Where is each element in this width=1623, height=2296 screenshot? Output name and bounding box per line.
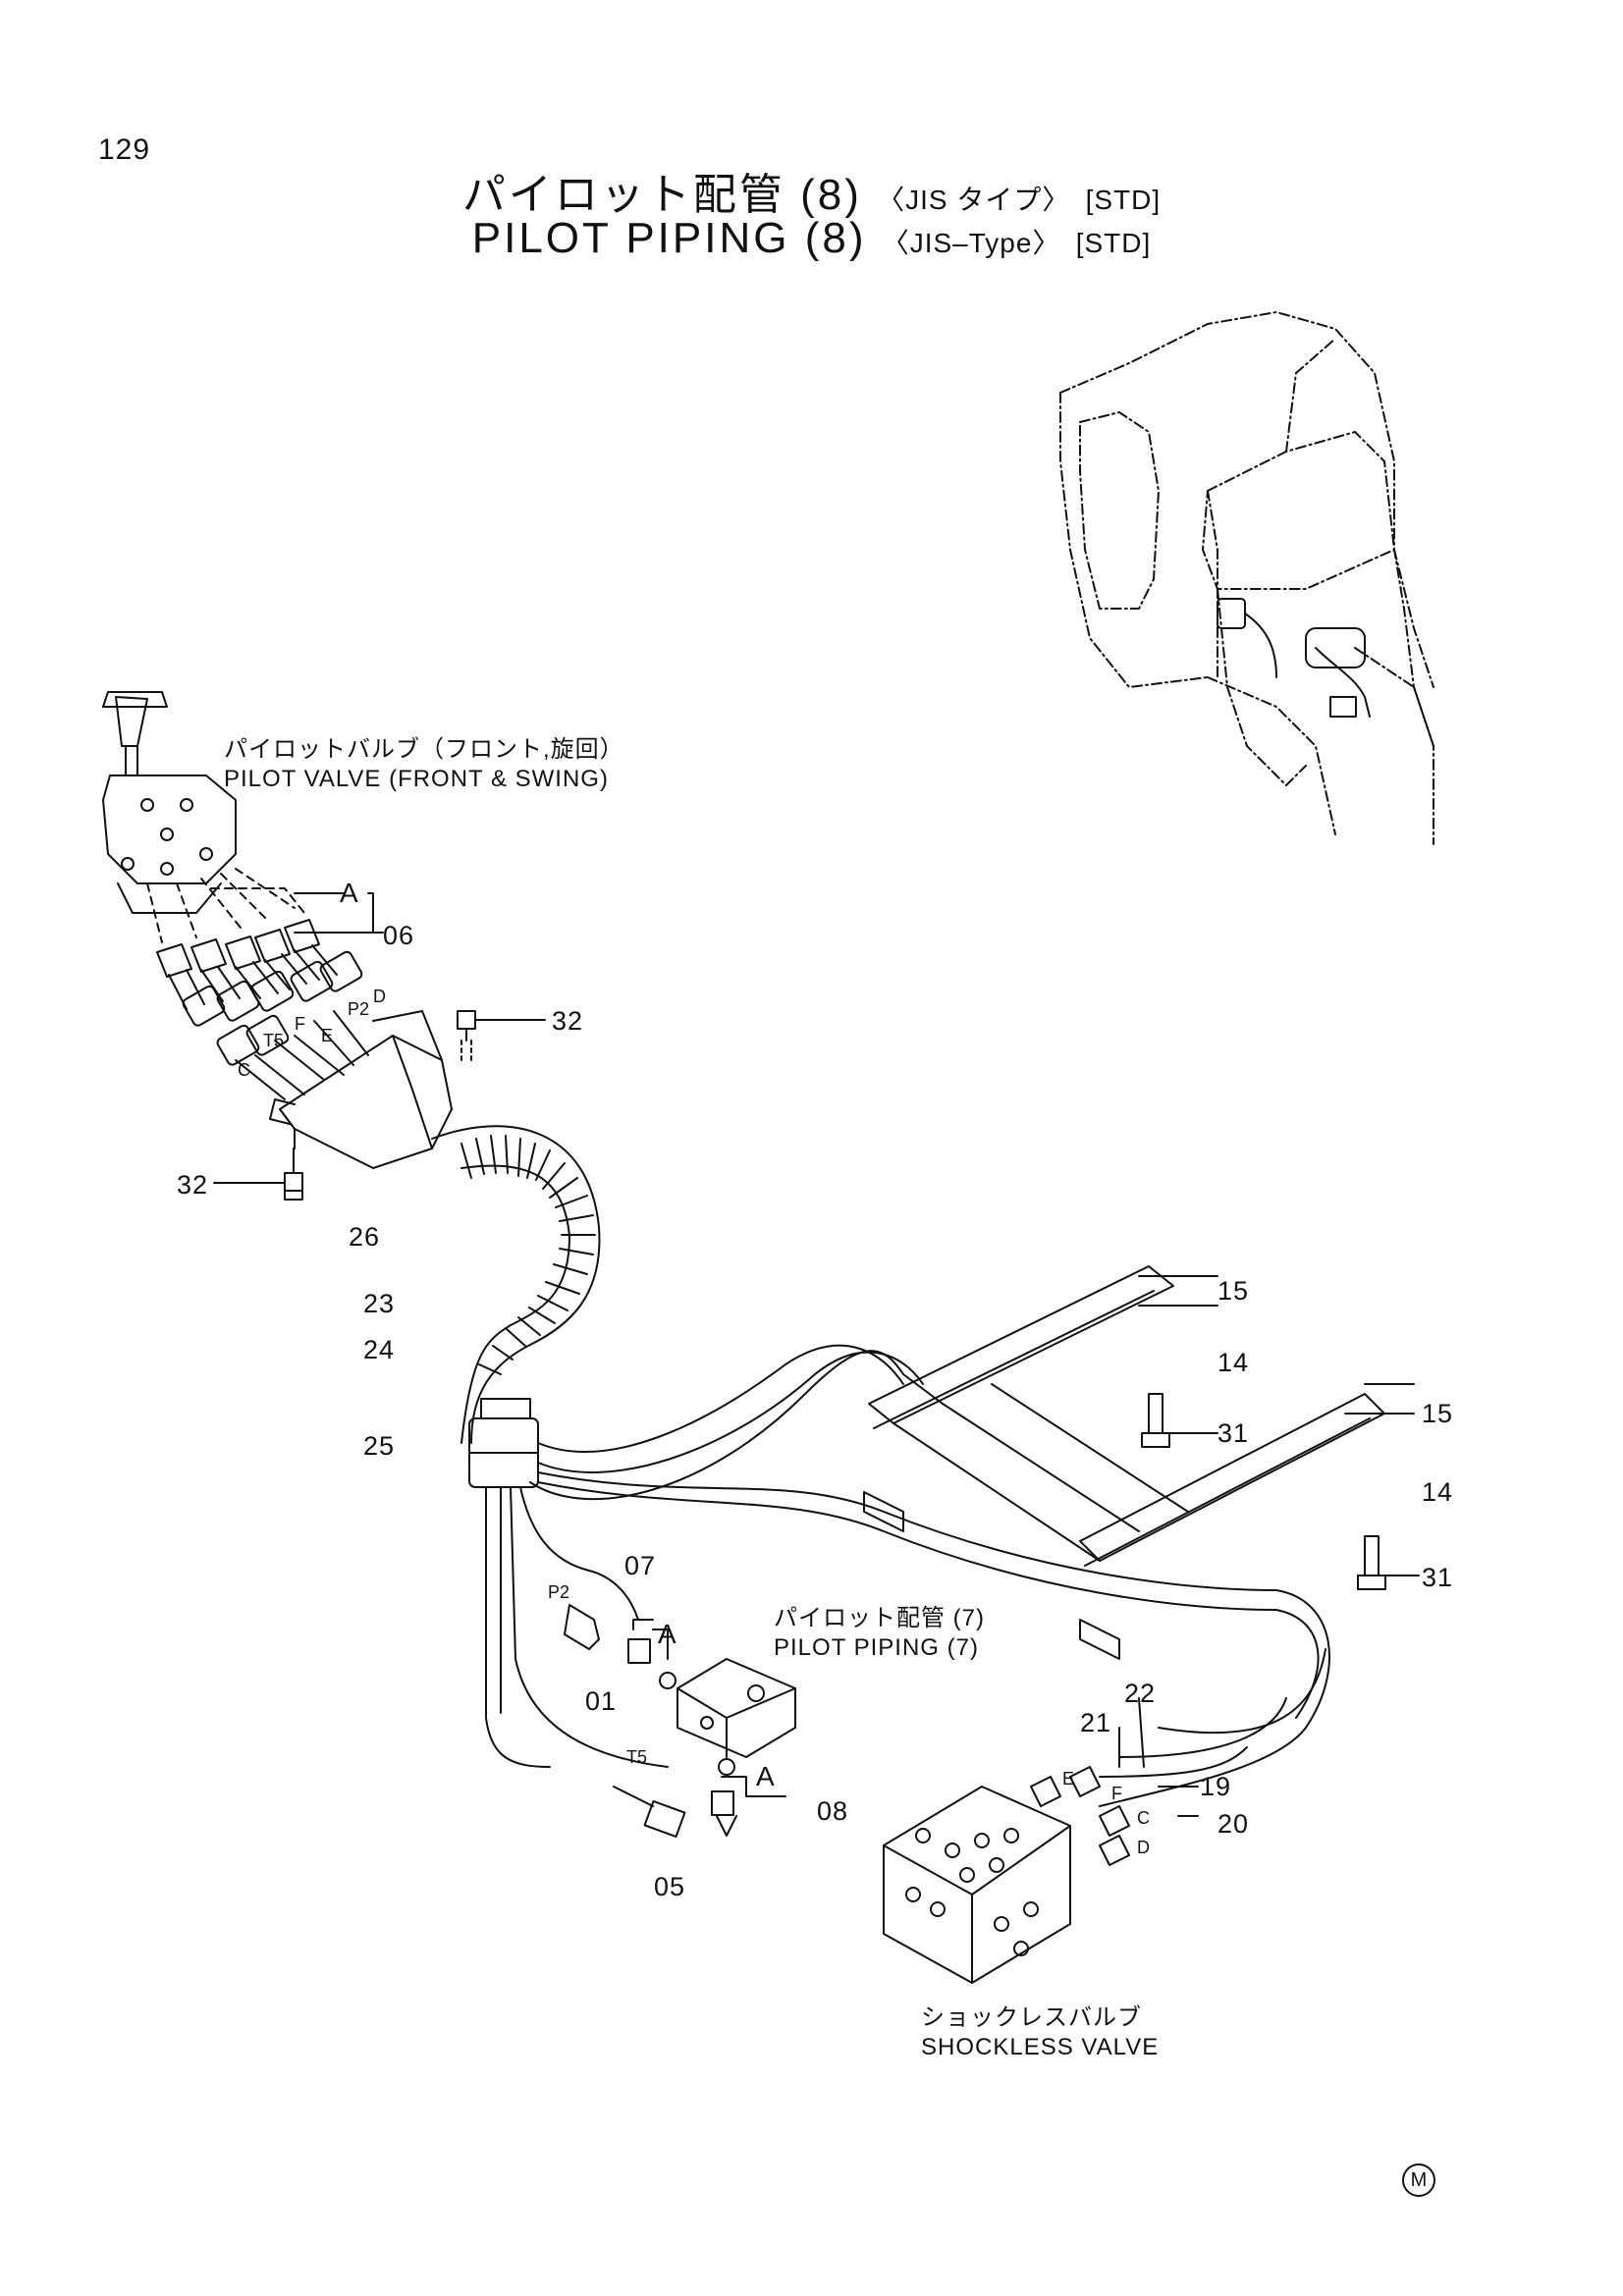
part-number-25: 25 xyxy=(363,1431,396,1461)
port-label-t5-low: T5 xyxy=(626,1747,648,1767)
pilot-piping-7-block xyxy=(676,1658,796,1758)
a-bracket-top xyxy=(294,892,384,934)
valve-port-leaders xyxy=(146,868,305,943)
part-number-07: 07 xyxy=(624,1551,657,1580)
title-jp-std: [STD] xyxy=(1085,185,1162,215)
title-jp-num: (8) xyxy=(800,171,862,219)
rail-frame xyxy=(863,1265,1415,1660)
title-en-main: PILOT PIPING xyxy=(471,214,790,262)
part-number-32-top: 32 xyxy=(552,1006,584,1036)
port-label-d: D xyxy=(373,987,386,1006)
part-number-15-bottom: 15 xyxy=(1422,1399,1454,1428)
bolts-31 xyxy=(1141,1393,1420,1590)
title-en-num: (8) xyxy=(804,214,867,262)
page-number: 129 xyxy=(98,133,151,166)
callout-shockless-jp: ショックレスバルブ xyxy=(921,2004,1142,2031)
m-mark-badge: M xyxy=(1402,2163,1435,2197)
port-label-d-right: D xyxy=(1137,1838,1150,1857)
port-label-c-right: C xyxy=(1137,1808,1150,1828)
part-number-20: 20 xyxy=(1217,1809,1250,1839)
part-number-21: 21 xyxy=(1080,1708,1112,1737)
bolt-32-top xyxy=(457,1010,546,1061)
pilot-hoses xyxy=(485,1344,1330,1807)
title-jp-type: 〈JIS タイプ〉 xyxy=(877,185,1071,215)
hose-cover xyxy=(269,1010,453,1169)
pilot-valve-body xyxy=(102,691,237,914)
part-number-31-bottom: 31 xyxy=(1422,1563,1454,1592)
callout-shockless-en: SHOCKLESS VALVE xyxy=(921,2034,1160,2060)
callout-pilot-valve-jp: パイロットバルブ（フロント,旋回） xyxy=(224,736,624,763)
part-number-14-bottom: 14 xyxy=(1422,1477,1454,1507)
part-number-14-top: 14 xyxy=(1217,1348,1250,1377)
port-label-f-right: F xyxy=(1111,1784,1122,1803)
part-number-24: 24 xyxy=(363,1335,396,1364)
excavator-cab-outline xyxy=(1059,311,1434,845)
part-number-15-top: 15 xyxy=(1217,1276,1250,1306)
ref-letter-a-mid: A xyxy=(658,1619,676,1649)
hose-ends xyxy=(182,950,369,1100)
part-number-22: 22 xyxy=(1124,1679,1157,1708)
callout-pilot-valve-en: PILOT VALVE (FRONT & SWING) xyxy=(224,766,609,792)
cab-harness-detail xyxy=(1217,598,1371,718)
port-label-t5-top: T5 xyxy=(263,1031,285,1050)
corrugated-hose xyxy=(431,1125,601,1444)
port-label-p2-low: P2 xyxy=(548,1582,570,1602)
callout-pilot-piping-en: PILOT PIPING (7) xyxy=(774,1634,979,1661)
fittings-01-05-07-08 xyxy=(564,1604,786,1839)
page-title-jp: パイロット配管 (8) 〈JIS タイプ〉 [STD] xyxy=(0,159,1623,222)
part-number-01: 01 xyxy=(585,1686,618,1716)
part-number-06: 06 xyxy=(383,921,415,950)
title-jp-main: パイロット配管 xyxy=(461,171,785,219)
shockless-fittings xyxy=(1030,1697,1199,1866)
ref-letter-a-top: A xyxy=(340,878,358,908)
port-label-f: F xyxy=(295,1014,305,1034)
part-number-08: 08 xyxy=(817,1796,849,1826)
port-label-c: C xyxy=(238,1060,250,1080)
part-number-26: 26 xyxy=(349,1222,381,1252)
hose-clamp xyxy=(468,1398,539,1488)
title-en-type: 〈JIS–Type〉 xyxy=(881,228,1061,258)
shockless-valve-block xyxy=(883,1786,1071,1984)
fittings-row xyxy=(156,919,338,1010)
part-number-32-bottom: 32 xyxy=(177,1170,209,1200)
part-number-19: 19 xyxy=(1200,1772,1232,1801)
part-number-23: 23 xyxy=(363,1289,396,1318)
ref-letter-a-low: A xyxy=(756,1761,775,1791)
port-label-e-right: E xyxy=(1062,1769,1075,1789)
port-label-e: E xyxy=(321,1026,334,1045)
port-label-p2-top: P2 xyxy=(348,999,370,1019)
callout-pilot-piping-jp: パイロット配管 (7) xyxy=(774,1605,985,1631)
part-number-31-top: 31 xyxy=(1217,1418,1250,1448)
page-title-en: PILOT PIPING (8) 〈JIS–Type〉 [STD] xyxy=(0,214,1623,263)
part-number-05: 05 xyxy=(654,1872,686,1901)
bolt-32-bottom xyxy=(213,1148,303,1201)
title-en-std: [STD] xyxy=(1075,228,1152,258)
